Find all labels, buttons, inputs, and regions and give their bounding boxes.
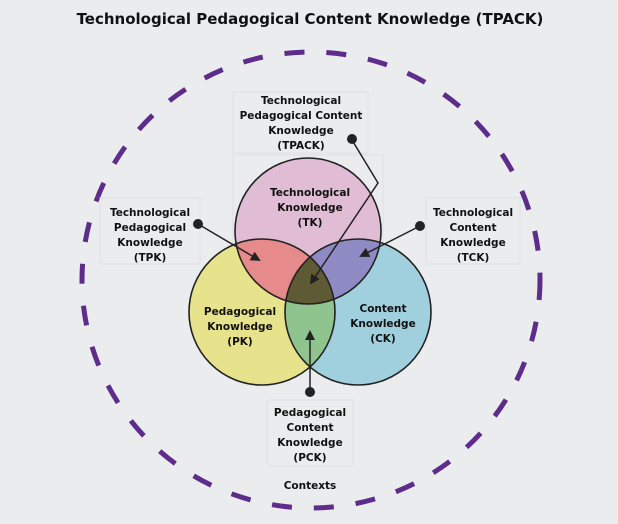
- pck-callout-1: Pedagogical: [274, 407, 346, 419]
- pk-label-1: Pedagogical: [204, 306, 276, 318]
- tpk-callout-1: Technological: [110, 207, 190, 219]
- pck-callout-4: (PCK): [293, 452, 326, 464]
- tpack-dot: [347, 134, 357, 144]
- tk-label-3: (TK): [298, 217, 323, 229]
- tpack-callout-3: Knowledge: [268, 125, 333, 137]
- tck-callout-4: (TCK): [457, 252, 490, 264]
- tpk-arrow: [197, 223, 261, 262]
- pk-label-3: (PK): [227, 336, 252, 348]
- pck-dot: [305, 387, 315, 397]
- tk-label-2: Knowledge: [277, 202, 342, 214]
- tck-callout-2: Content: [449, 222, 496, 234]
- pk-label-2: Knowledge: [207, 321, 272, 333]
- tpack-callout-2: Pedagogical Content: [240, 110, 363, 122]
- tck-callout-3: Knowledge: [440, 237, 505, 249]
- tpk-dot: [193, 219, 203, 229]
- tpk-callout-2: Pedagogical: [114, 222, 186, 234]
- pck-callout-3: Knowledge: [277, 437, 342, 449]
- ck-label-1: Content: [359, 303, 406, 315]
- tpack-callout-4: (TPACK): [277, 140, 324, 152]
- tpk-label-box: [99, 197, 201, 265]
- tpk-callout-4: (TPK): [134, 252, 167, 264]
- contexts-label: Contexts: [284, 480, 337, 492]
- tpack-arrow: [309, 139, 379, 285]
- tck-dot: [415, 221, 425, 231]
- tk-label-1: Technological: [270, 187, 350, 199]
- ck-label-3: (CK): [370, 333, 395, 345]
- contexts-dashed-circle: [79, 49, 543, 511]
- ck-label-2: Knowledge: [350, 318, 415, 330]
- pck-label-box: [266, 399, 354, 467]
- tck-label-box: [425, 197, 521, 265]
- tck-callout-1: Technological: [433, 207, 513, 219]
- tpk-callout-3: Knowledge: [117, 237, 182, 249]
- diagram-title: Technological Pedagogical Content Knowle…: [77, 10, 544, 28]
- tck-arrow: [359, 225, 421, 257]
- tpack-callout-1: Technological: [261, 95, 341, 107]
- tpack-overlap: [285, 239, 335, 304]
- pck-callout-2: Content: [286, 422, 333, 434]
- tpack-label-box: [232, 91, 369, 154]
